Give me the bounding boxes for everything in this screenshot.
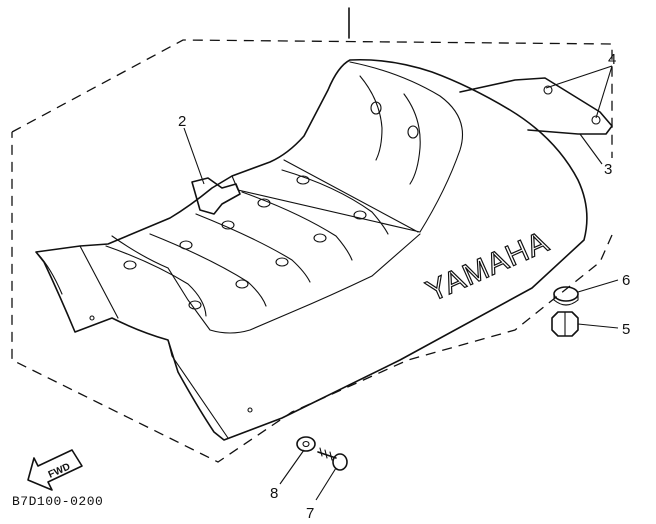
diagram-code: B7D100-0200 xyxy=(12,494,104,509)
seat-buttons xyxy=(123,101,419,310)
callout-bracket-hole: 4 xyxy=(608,51,616,68)
callout-nut: 5 xyxy=(622,321,630,338)
callout-handle-strap: 2 xyxy=(178,113,186,130)
handle-strap xyxy=(191,177,241,215)
seat-brand-text: YAMAHA xyxy=(421,225,554,308)
leader-lines xyxy=(183,65,619,501)
callout-damper: 6 xyxy=(622,272,630,289)
callout-washer: 8 xyxy=(270,485,278,502)
callout-bracket: 3 xyxy=(604,161,612,178)
callout-bolt: 7 xyxy=(306,505,314,522)
assembly-boundary xyxy=(11,39,613,463)
forward-arrow-icon: FWD xyxy=(27,449,83,491)
bolt xyxy=(317,447,348,471)
damper xyxy=(553,286,579,306)
forward-label: FWD xyxy=(47,461,72,480)
seat xyxy=(35,58,588,441)
washer xyxy=(296,436,316,452)
nut xyxy=(551,311,579,337)
seat-bracket xyxy=(459,77,613,135)
